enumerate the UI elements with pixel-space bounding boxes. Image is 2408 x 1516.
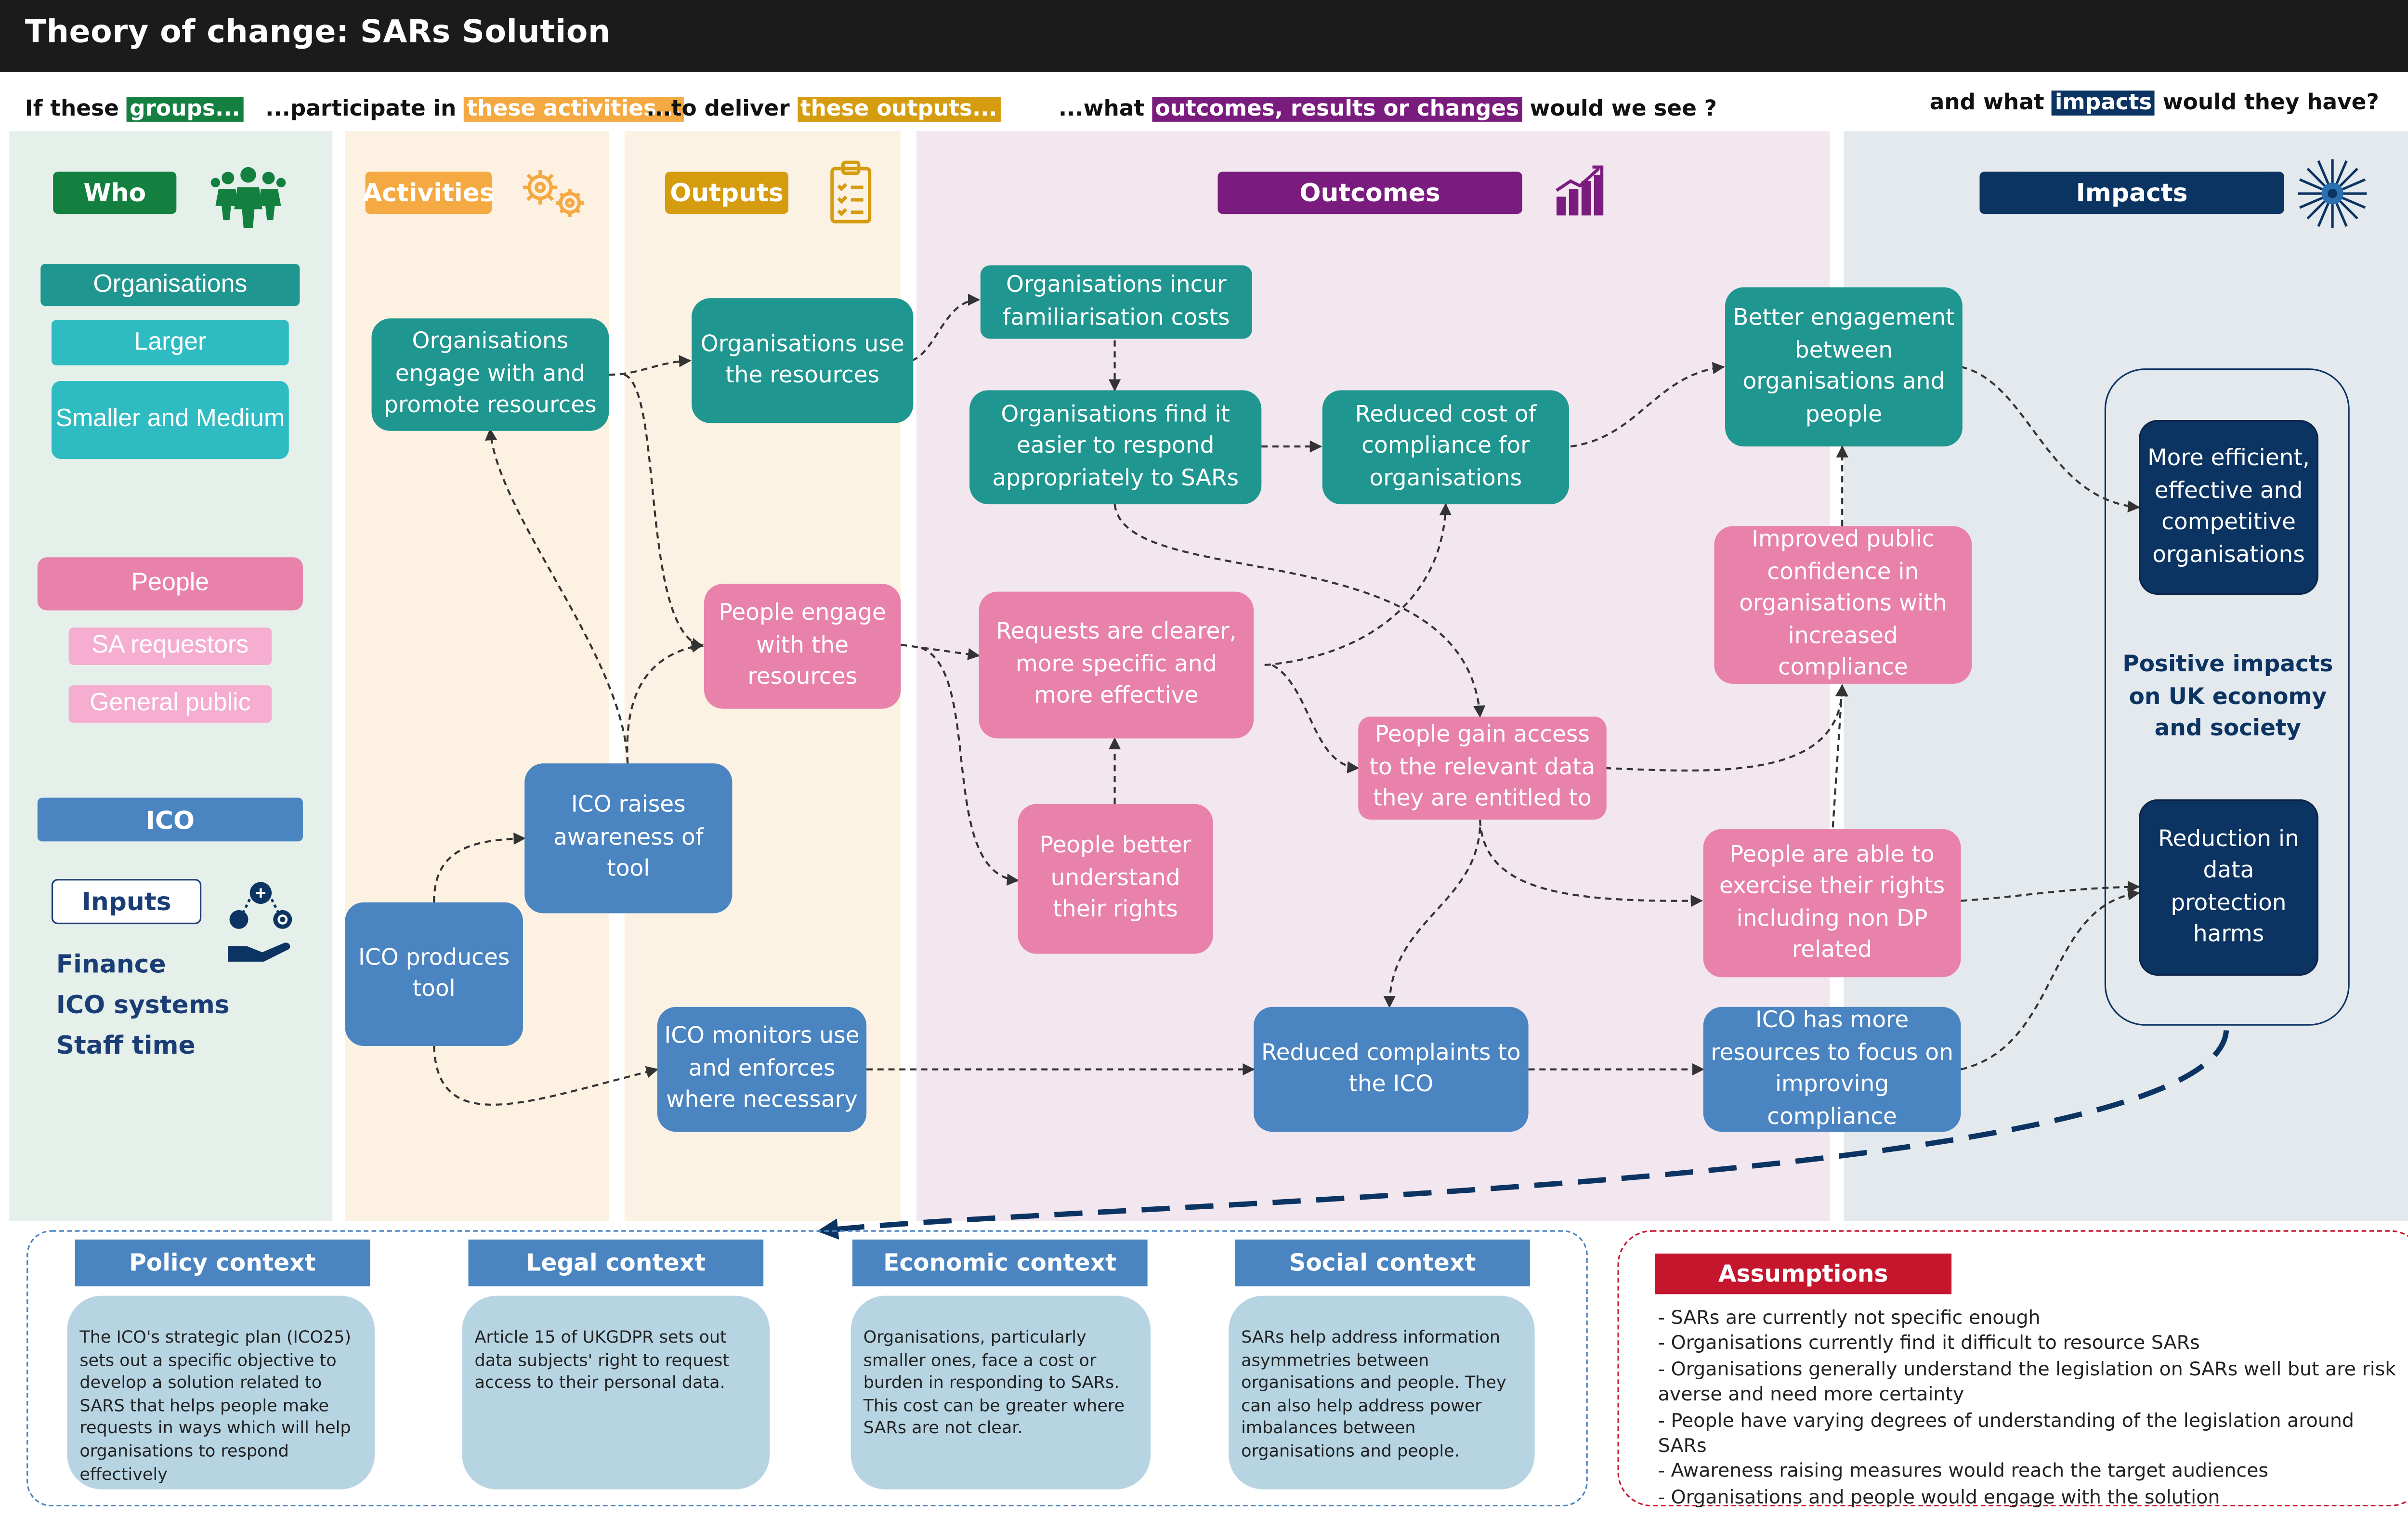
node-org-engage: Organisations engage with and promote re…: [371, 318, 609, 431]
subtitle-groups: If these groups...: [25, 96, 244, 122]
economic-context-header: Economic context: [852, 1239, 1148, 1287]
subtitle-impacts: and what impacts would they have?: [1929, 91, 2379, 116]
starburst-icon: [2298, 159, 2367, 228]
who-people: People: [37, 557, 303, 611]
policy-context-header: Policy context: [75, 1239, 370, 1287]
node-org-use: Organisations use the resources: [692, 298, 914, 423]
arrow-cost-to-better: [1570, 362, 1725, 448]
gears-icon: [523, 170, 584, 217]
input-item: ICO systems: [56, 990, 230, 1019]
node-more-efficient: More efficient, effective and competitiv…: [2139, 420, 2318, 595]
clipboard-checklist-icon: [830, 160, 872, 223]
assumption-item: - SARs are currently not specific enough: [1658, 1307, 2041, 1329]
arrow-raises-to-engage: [484, 428, 629, 764]
assumptions-list: - SARs are currently not specific enough…: [1658, 1305, 2408, 1510]
inputs-label: Inputs: [51, 879, 202, 925]
node-requests-clearer: Requests are clearer, more specific and …: [979, 591, 1254, 739]
outcomes-header: Outcomes: [1217, 171, 1522, 214]
inputs-list: Finance ICO systems Staff time: [56, 944, 230, 1066]
hand-network-icon: [228, 882, 292, 962]
arrow-people-to-understand: [920, 647, 1020, 886]
subtitle-outcomes: ...what outcomes, results or changes wou…: [1058, 96, 1717, 122]
node-reduced-cost: Reduced cost of compliance for organisat…: [1322, 390, 1569, 505]
node-better-engagement: Better engagement between organisations …: [1725, 287, 1963, 447]
assumption-item: - Awareness raising measures would reach…: [1658, 1460, 2269, 1482]
arrow-gain-to-complaints: [1383, 827, 1481, 1008]
node-people-engage: People engage with the resources: [704, 584, 901, 709]
arrow-produces-to-raises: [433, 832, 526, 902]
node-reduction-harms: Reduction in data protection harms: [2139, 799, 2318, 976]
input-item: Staff time: [56, 1030, 196, 1060]
who-general-public: General public: [68, 685, 272, 723]
assumption-item: - People have varying degrees of underst…: [1658, 1409, 2354, 1457]
subtitle-activities: ...participate in these activities...: [265, 96, 685, 122]
arrow-able-to-confidence: [1832, 684, 1848, 828]
policy-context-body: The ICO's strategic plan (ICO25) sets ou…: [67, 1295, 375, 1490]
social-context-header: Social context: [1235, 1239, 1530, 1287]
node-improved-confidence: Improved public confidence in organisati…: [1714, 526, 1972, 684]
arrow-better-to-efficient: [1961, 366, 2140, 513]
arrow-requests-to-cost: [1264, 503, 1452, 667]
legal-context-header: Legal context: [468, 1239, 764, 1287]
node-ico-monitors: ICO monitors use and enforces where nece…: [657, 1006, 867, 1132]
assumptions-header: Assumptions: [1655, 1254, 1952, 1294]
activities-header: Activities: [363, 171, 495, 214]
node-reduced-complaints: Reduced complaints to the ICO: [1254, 1006, 1529, 1132]
page-title: Theory of change: SARs Solution: [25, 12, 611, 50]
assumptions-container: [1617, 1230, 2408, 1507]
people-group-icon: [210, 167, 286, 228]
impacts-header: Impacts: [1979, 171, 2284, 214]
arrow-requests-to-gain: [1271, 664, 1360, 773]
who-organisations: Organisations: [40, 263, 300, 306]
node-ico-produces: ICO produces tool: [345, 902, 523, 1046]
economic-context-body: Organisations, particularly smaller ones…: [851, 1295, 1151, 1490]
who-header: Who: [53, 171, 177, 214]
assumption-item: - Organisations generally understand the…: [1658, 1358, 2396, 1406]
assumption-item: - Organisations currently find it diffic…: [1658, 1332, 2200, 1354]
node-ico-more: ICO has more resources to focus on impro…: [1703, 1006, 1961, 1132]
arrow-impacts-to-context: [817, 1030, 2229, 1240]
arrow-gain-to-confidence: [1605, 684, 1848, 772]
subtitle-outputs: ...to deliver these outputs...: [646, 96, 1001, 122]
input-item: Finance: [56, 949, 166, 979]
impacts-container: [2104, 368, 2350, 1026]
arrow-produces-to-monitors: [433, 1046, 659, 1106]
who-ico: ICO: [37, 797, 303, 842]
outputs-header: Outputs: [665, 171, 789, 214]
assumption-item: - Organisations and people would engage …: [1658, 1486, 2220, 1508]
node-org-incur: Organisations incur familiarisation cost…: [980, 265, 1252, 339]
node-org-find: Organisations find it easier to respond …: [969, 390, 1262, 505]
bar-chart-rising-icon: [1556, 165, 1604, 216]
arrow-engage-to-people: [624, 374, 704, 650]
who-smaller-medium: Smaller and Medium: [51, 380, 289, 459]
legal-context-body: Article 15 of UKGDPR sets out data subje…: [462, 1295, 770, 1490]
arrow-people-to-requests: [901, 643, 981, 660]
social-context-body: SARs help address information asymmetrie…: [1229, 1295, 1535, 1490]
who-sa-requestors: SA requestors: [68, 627, 272, 665]
positive-impacts-text: Positive impacts on UK economy and socie…: [2122, 653, 2333, 742]
who-column: [9, 131, 333, 1221]
arrow-raises-to-people: [626, 640, 704, 764]
arrow-more-to-reduction: [1961, 888, 2140, 1071]
node-people-gain: People gain access to the relevant data …: [1358, 716, 1607, 820]
node-people-able: People are able to exercise their rights…: [1703, 829, 1961, 978]
node-people-better: People better understand their rights: [1018, 804, 1213, 954]
arrow-gain-to-able: [1479, 819, 1703, 907]
arrow-able-to-reduction: [1961, 881, 2140, 902]
context-container: [26, 1230, 1588, 1507]
arrow-engage-to-use: [609, 355, 692, 376]
title-bar: [0, 0, 2408, 72]
arrow-use-to-incur: [911, 293, 981, 362]
who-larger: Larger: [51, 320, 289, 366]
node-ico-raises: ICO raises awareness of tool: [524, 763, 733, 914]
